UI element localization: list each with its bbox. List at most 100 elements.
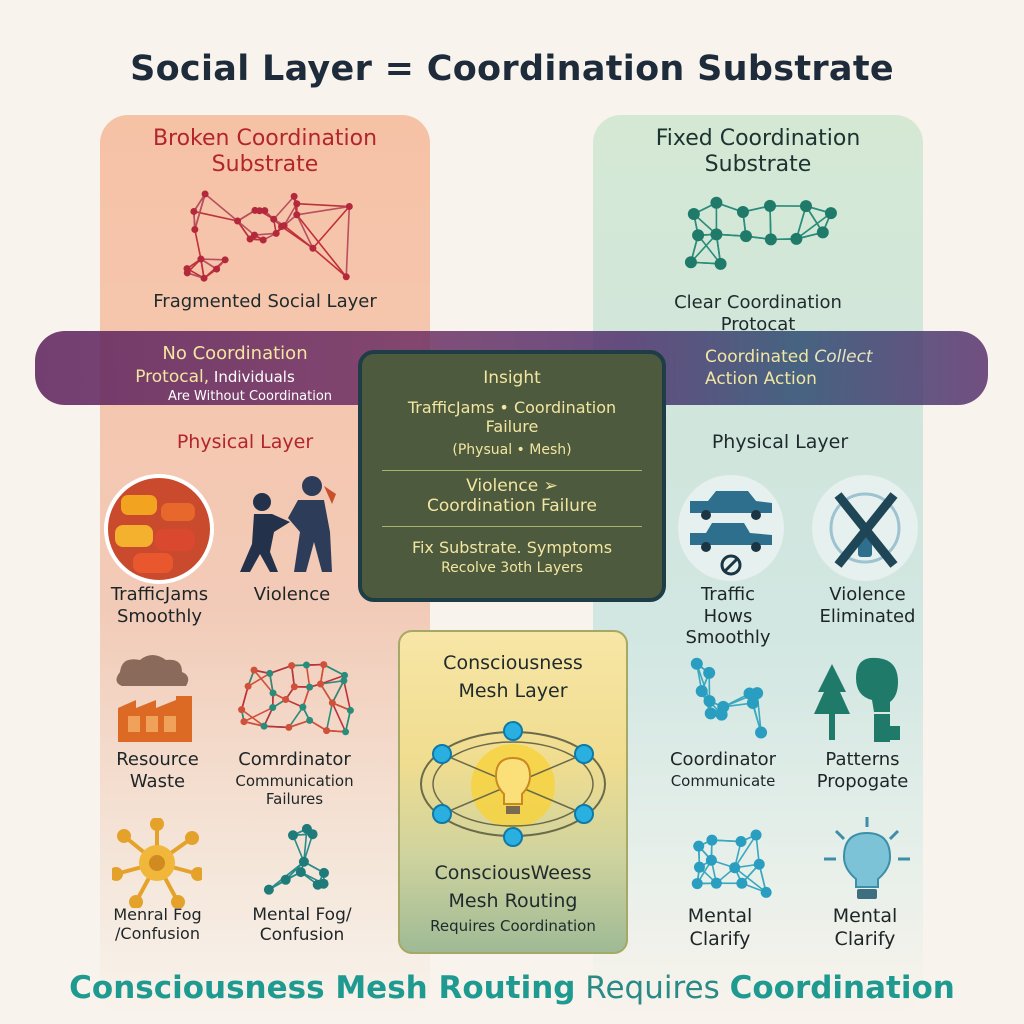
network-node (191, 225, 199, 233)
fragmented-network-icon (183, 190, 353, 282)
insight-violence: Violence ➢ Coordination Failure (427, 476, 597, 517)
band-right-line2: Action Action (705, 369, 817, 389)
lightbulb-icon (824, 817, 910, 899)
network-node (328, 699, 336, 707)
network-node (280, 222, 288, 230)
network-node (710, 196, 723, 209)
network-node (760, 886, 772, 898)
network-node (710, 228, 723, 241)
network-node (250, 666, 258, 674)
violence-label: Violence (253, 584, 331, 605)
insight-divider (382, 470, 642, 471)
network-node (298, 856, 309, 867)
network-node (755, 726, 768, 739)
footer-statement: Consciousness Mesh Routing Requires Coor… (0, 970, 1024, 1007)
network-node (345, 203, 353, 211)
communicate-label: Communicate (670, 772, 776, 790)
network-node (306, 683, 314, 691)
cars-flowing-icon (678, 475, 784, 581)
network-node (312, 879, 323, 890)
network-node (753, 858, 765, 870)
network-node (244, 682, 252, 690)
network-node (684, 256, 697, 269)
network-node (261, 207, 269, 215)
network-node (729, 862, 741, 874)
network-node (213, 265, 221, 273)
network-node (704, 707, 717, 720)
band-left-line3: Are Without Coordination (167, 389, 333, 404)
network-node (263, 884, 274, 895)
fighting-people-icon (240, 476, 336, 572)
fragmented-social-layer-caption: Fragmented Social Layer (153, 291, 377, 312)
network-node (302, 661, 310, 669)
network-node (715, 708, 728, 721)
insight-resolve-both-layers: Recolve 3oth Layers (441, 560, 583, 576)
network-node (691, 878, 703, 890)
traffic-flows-smoothly-label: Traffic Hows Smoothly (685, 584, 771, 649)
network-node (739, 230, 752, 243)
band-left-line1: No Coordination (162, 343, 308, 364)
page-title: Social Layer = Coordination Substrate (130, 49, 894, 89)
requires-coordination-caption: Requires Coordination (430, 917, 596, 935)
network-node (269, 689, 277, 697)
footer-part2: Requires (575, 970, 730, 1006)
factory-smoke-icon (116, 655, 192, 742)
clear-network-icon (684, 196, 837, 270)
insight-divider (382, 526, 642, 527)
band-right-line1b: Collect (814, 347, 873, 367)
network-node (290, 192, 298, 200)
network-node (280, 874, 291, 885)
network-node (340, 677, 348, 685)
network-node (693, 861, 705, 873)
network-node (197, 255, 205, 263)
coordinator-communicate-label: Coordinator (669, 749, 776, 770)
network-node (307, 829, 318, 840)
consciousness-mesh-routing-caption: ConsciousWeess Mesh Routing (434, 862, 592, 912)
consciousness-mesh-heading: Consciousness Mesh Layer (443, 652, 583, 702)
left-physical-layer-heading: Physical Layer (176, 431, 314, 453)
insight-fix-substrate: Fix Substrate. Symptoms (411, 538, 613, 557)
network-node (270, 215, 278, 223)
network-node (183, 269, 191, 277)
network-node (714, 257, 727, 270)
network-node (690, 657, 703, 670)
network-node (293, 200, 301, 208)
network-node (692, 229, 705, 242)
network-node (293, 211, 301, 219)
mental-clarity-label-2: Mental Clarify (832, 905, 898, 950)
network-node (341, 671, 349, 679)
fixed-substrate-heading: Fixed Coordination Substrate (655, 126, 861, 178)
network-node (799, 200, 812, 213)
network-node (736, 205, 749, 218)
network-node (221, 256, 229, 264)
insight-heading: Insight (483, 368, 541, 388)
network-node (790, 232, 803, 245)
network-node (735, 836, 747, 848)
network-node (259, 236, 267, 244)
network-node (764, 233, 777, 246)
network-node (751, 687, 764, 700)
network-icon (263, 823, 329, 895)
network-node (295, 867, 306, 878)
network-node (318, 867, 329, 878)
broken-substrate-heading: Broken Coordination Substrate (152, 126, 378, 178)
network-node (816, 226, 829, 239)
network-node (240, 718, 248, 726)
network-node (309, 244, 317, 252)
network-node (703, 666, 716, 679)
network-node (317, 680, 325, 688)
network-node (342, 728, 350, 736)
network-node (824, 207, 837, 220)
violence-eliminated-icon (812, 475, 918, 581)
network-node (320, 661, 328, 669)
mesh-lightbulb-icon (420, 721, 606, 847)
footer-part3: Coordination (729, 970, 955, 1006)
insight-box: Insight TrafficJams • Coordination Failu… (358, 350, 666, 602)
network-node (705, 854, 717, 866)
mental-fog-label-2: Mental Fog/ Confusion (252, 905, 352, 946)
tangled-network-icon (238, 661, 354, 736)
traffic-jam-icon (104, 474, 214, 584)
network-node (342, 273, 350, 281)
network-node (746, 697, 759, 710)
footer-part1: Consciousness Mesh Routing (69, 970, 576, 1006)
